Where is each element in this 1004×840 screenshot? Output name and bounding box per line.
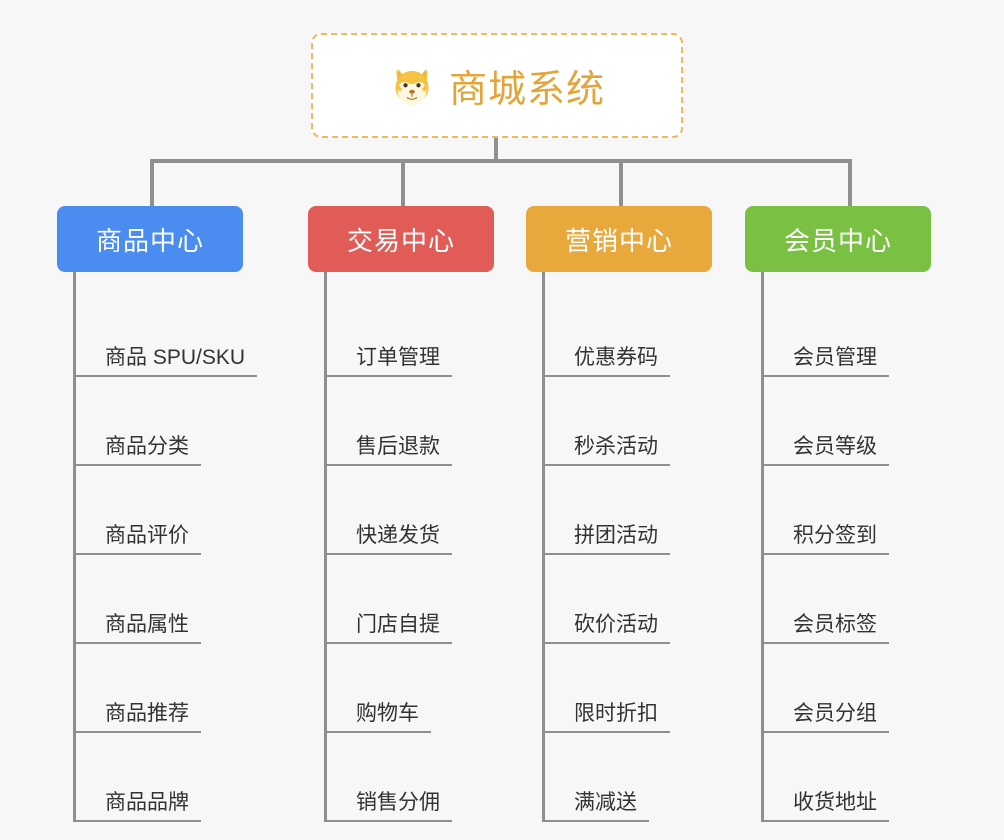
leaf-item-label: 快递发货 <box>324 523 452 555</box>
leaf-item-label: 秒杀活动 <box>542 434 670 466</box>
leaf-item-label: 购物车 <box>324 701 431 733</box>
branch-box-4[interactable]: 会员中心 <box>745 206 931 272</box>
leaf-item[interactable]: 售后退款 <box>324 377 452 466</box>
connector-drop-4 <box>848 159 852 207</box>
leaf-item[interactable]: 优惠券码 <box>542 288 670 377</box>
leaf-item-label: 商品 SPU/SKU <box>73 345 258 377</box>
leaf-item-label: 商品分类 <box>73 434 201 466</box>
leaf-item-label: 优惠券码 <box>542 345 670 377</box>
leaf-item-label: 销售分佣 <box>324 790 452 822</box>
leaf-item-label: 会员等级 <box>761 434 889 466</box>
leaf-item[interactable]: 购物车 <box>324 644 431 733</box>
leaf-item[interactable]: 满减送 <box>542 733 649 822</box>
branch-box-2[interactable]: 交易中心 <box>308 206 494 272</box>
leaf-item[interactable]: 商品分类 <box>73 377 201 466</box>
leaf-item-label: 限时折扣 <box>542 701 670 733</box>
connector-drop-3 <box>619 159 623 207</box>
leaf-item[interactable]: 订单管理 <box>324 288 452 377</box>
leaf-item[interactable]: 积分签到 <box>761 466 889 555</box>
leaf-item-label: 满减送 <box>542 790 649 822</box>
leaf-item[interactable]: 限时折扣 <box>542 644 670 733</box>
leaf-item[interactable]: 收货地址 <box>761 733 889 822</box>
leaf-item[interactable]: 商品属性 <box>73 555 201 644</box>
leaf-item-label: 会员标签 <box>761 612 889 644</box>
leaf-item-label: 会员分组 <box>761 701 889 733</box>
leaf-spine <box>542 272 545 822</box>
leaf-item-label: 售后退款 <box>324 434 452 466</box>
leaf-spine <box>324 272 327 822</box>
leaf-item-label: 会员管理 <box>761 345 889 377</box>
connector-drop-1 <box>150 159 154 207</box>
leaf-item[interactable]: 拼团活动 <box>542 466 670 555</box>
leaf-item-label: 商品属性 <box>73 612 201 644</box>
branch-label: 商品中心 <box>95 225 204 256</box>
connector-bus <box>150 159 850 163</box>
leaf-item-label: 积分签到 <box>761 523 889 555</box>
shiba-dog-face-icon <box>389 63 435 109</box>
leaf-item[interactable]: 会员管理 <box>761 288 889 377</box>
connector-stem <box>494 138 498 163</box>
branch-box-3[interactable]: 营销中心 <box>526 206 712 272</box>
root-title: 商城系统 <box>448 69 605 111</box>
leaf-item-label: 商品品牌 <box>73 790 201 822</box>
leaf-item[interactable]: 会员分组 <box>761 644 889 733</box>
root-node-shop-system[interactable]: 商城系统 <box>311 33 683 138</box>
leaf-item-label: 商品评价 <box>73 523 201 555</box>
branch-label: 会员中心 <box>783 225 892 256</box>
leaf-spine <box>73 272 76 822</box>
leaf-item[interactable]: 门店自提 <box>324 555 452 644</box>
branch-box-1[interactable]: 商品中心 <box>57 206 243 272</box>
branch-label: 营销中心 <box>564 225 673 256</box>
leaf-item-label: 收货地址 <box>761 790 889 822</box>
leaf-item[interactable]: 商品推荐 <box>73 644 201 733</box>
leaf-item[interactable]: 商品品牌 <box>73 733 201 822</box>
leaf-item-label: 拼团活动 <box>542 523 670 555</box>
leaf-item[interactable]: 快递发货 <box>324 466 452 555</box>
branch-label: 交易中心 <box>346 225 455 256</box>
leaf-item-label: 砍价活动 <box>542 612 670 644</box>
leaf-spine <box>761 272 764 822</box>
leaf-item[interactable]: 秒杀活动 <box>542 377 670 466</box>
leaf-item-label: 门店自提 <box>324 612 452 644</box>
leaf-item[interactable]: 砍价活动 <box>542 555 670 644</box>
leaf-item-label: 订单管理 <box>324 345 452 377</box>
leaf-item[interactable]: 商品评价 <box>73 466 201 555</box>
leaf-item-label: 商品推荐 <box>73 701 201 733</box>
leaf-item[interactable]: 销售分佣 <box>324 733 452 822</box>
leaf-item[interactable]: 会员标签 <box>761 555 889 644</box>
leaf-item[interactable]: 商品 SPU/SKU <box>73 288 258 377</box>
connector-drop-2 <box>401 159 405 207</box>
leaf-item[interactable]: 会员等级 <box>761 377 889 466</box>
